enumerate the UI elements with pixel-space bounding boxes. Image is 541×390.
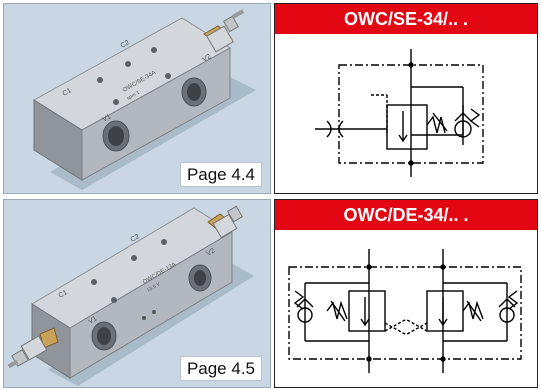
product-photo-se[interactable]: C1 C2 V1 V2 OWC/SE-34A spm 1 Page 4.4 xyxy=(3,3,271,194)
product-title-de: OWC/DE-34/.. . xyxy=(275,200,537,230)
port-label-c1: C1 xyxy=(62,87,73,98)
port-label-v1: V1 xyxy=(102,113,113,123)
port-label-v2: V2 xyxy=(206,247,217,257)
port-label-c2: C2 xyxy=(120,39,131,50)
hydraulic-schematic-se xyxy=(315,49,484,177)
port-label-v1: V1 xyxy=(88,315,99,325)
schematic-panel-de: OWC/DE-34/.. . xyxy=(274,199,538,388)
product-title-se: OWC/SE-34/.. . xyxy=(275,4,537,34)
valve-block-se-illustration: C1 C2 V1 V2 OWC/SE-34A spm 1 xyxy=(33,9,256,190)
page-reference-se[interactable]: Page 4.4 xyxy=(179,162,262,187)
schematic-panel-se: OWC/SE-34/.. . xyxy=(274,3,538,194)
valve-block-de-illustration: C1 C2 V1 V2 OWC/DE-13A 13.5 V xyxy=(7,205,254,386)
page-reference-de[interactable]: Page 4.5 xyxy=(179,356,262,381)
hydraulic-schematic-de xyxy=(288,249,522,373)
product-row-de: C1 C2 V1 V2 OWC/DE-13A 13.5 V Page 4.5 O… xyxy=(0,196,541,390)
product-photo-de[interactable]: C1 C2 V1 V2 OWC/DE-13A 13.5 V Page 4.5 xyxy=(3,199,271,388)
port-label-c1: C1 xyxy=(58,289,69,300)
product-row-se: C1 C2 V1 V2 OWC/SE-34A spm 1 Page 4.4 OW… xyxy=(3,3,538,194)
port-label-c2: C2 xyxy=(130,233,141,244)
port-label-v2: V2 xyxy=(202,53,213,63)
